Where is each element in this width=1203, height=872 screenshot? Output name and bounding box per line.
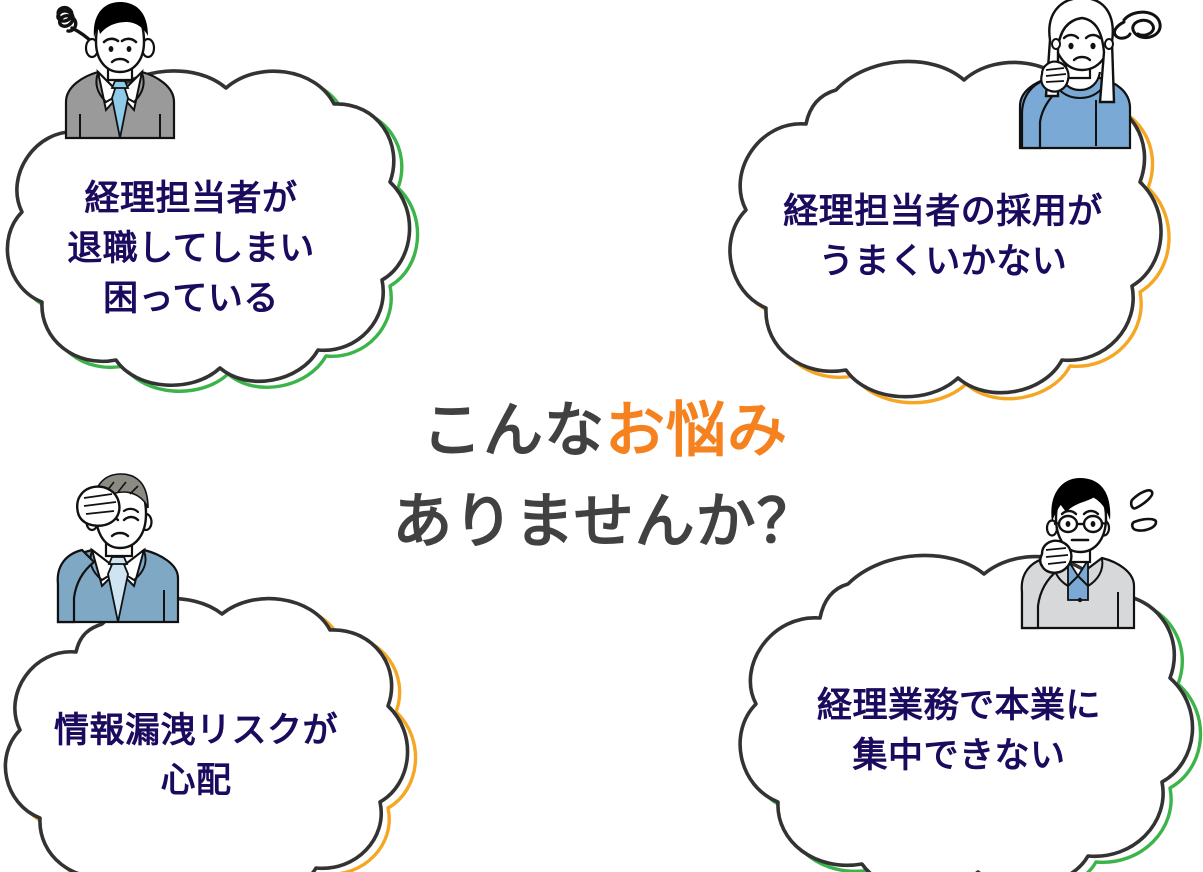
cloud-shape-orange bbox=[3, 596, 418, 872]
head bbox=[1040, 0, 1116, 104]
sweat-drops-icon bbox=[1129, 489, 1158, 532]
spiral-squiggle-icon bbox=[1112, 10, 1162, 40]
head bbox=[84, 2, 156, 82]
suit bbox=[56, 547, 180, 624]
headline-plain: こんな bbox=[422, 397, 605, 464]
page-title: こんなお悩み ありませんか？ bbox=[355, 385, 855, 567]
worried-woman-glasses-gray-jacket bbox=[1004, 470, 1203, 640]
suit bbox=[64, 68, 176, 140]
worried-woman-blue-sweater bbox=[1012, 0, 1202, 161]
headline-accent: お悩み bbox=[605, 397, 788, 464]
stressed-man-hand-on-forehead bbox=[34, 470, 222, 635]
glasses-icon bbox=[1053, 514, 1107, 534]
headline-line-1: こんなお悩み bbox=[355, 385, 855, 476]
cloud-shape-green bbox=[5, 69, 420, 393]
headline-line-2: ありませんか？ bbox=[392, 488, 818, 556]
scribble-squiggle-icon bbox=[56, 5, 96, 46]
troubled-businessman-gray-suit bbox=[36, 0, 204, 158]
head bbox=[1038, 478, 1111, 574]
head bbox=[76, 473, 153, 558]
jacket bbox=[1020, 556, 1136, 630]
